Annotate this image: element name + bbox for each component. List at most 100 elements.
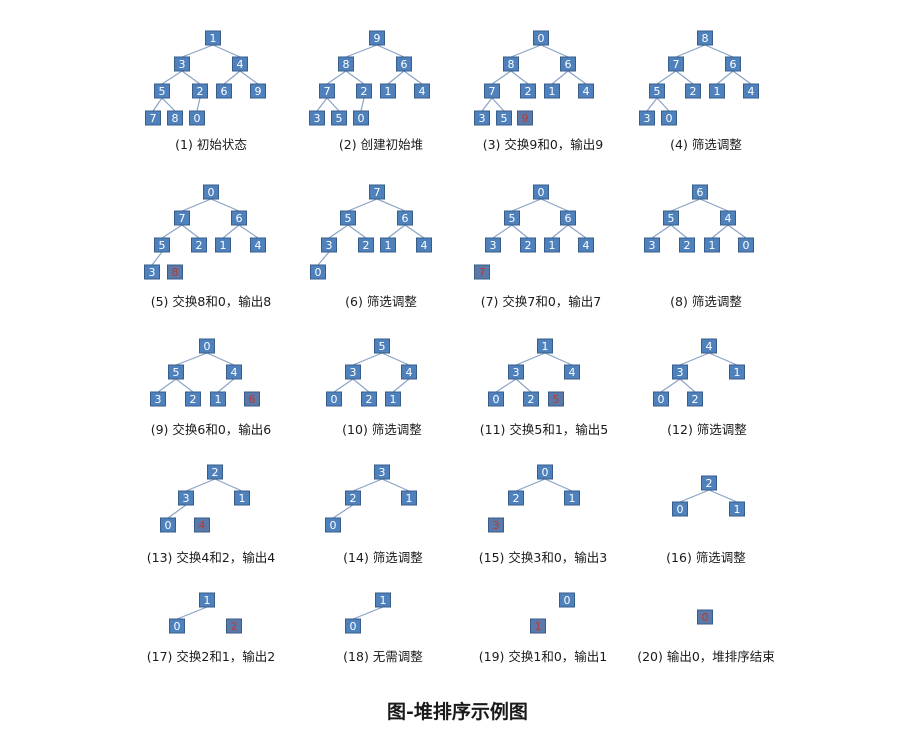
tree-edge bbox=[181, 44, 214, 58]
tree-edge bbox=[326, 70, 347, 85]
node-value: 0 bbox=[493, 393, 500, 406]
tree-edge bbox=[540, 198, 569, 212]
node-value: 0 bbox=[743, 239, 750, 252]
heap-node: 4 bbox=[232, 56, 248, 72]
node-value: 1 bbox=[385, 85, 392, 98]
heap-node: 2 bbox=[520, 237, 536, 253]
tree-edge bbox=[404, 224, 425, 239]
heap-node: 2 bbox=[345, 490, 361, 506]
heap-node: 7 bbox=[668, 56, 684, 72]
node-value: 7 bbox=[673, 58, 680, 71]
tree-edge bbox=[151, 251, 163, 266]
node-value: 1 bbox=[542, 340, 549, 353]
heap-node: 3 bbox=[150, 391, 166, 407]
heap-node: 2 bbox=[191, 237, 207, 253]
node-box bbox=[725, 56, 741, 72]
heap-node: 0 bbox=[653, 391, 669, 407]
heap-node: 6 bbox=[560, 210, 576, 226]
output-node: 6 bbox=[244, 391, 260, 407]
step-caption: (9) 交换6和0，输出6 bbox=[151, 422, 272, 437]
node-box bbox=[729, 501, 745, 517]
node-value: 4 bbox=[583, 239, 590, 252]
node-value: 7 bbox=[150, 112, 157, 125]
tree-edge bbox=[656, 97, 670, 112]
heap-node: 3 bbox=[309, 110, 325, 126]
node-value: 0 bbox=[358, 112, 365, 125]
node-box bbox=[338, 56, 354, 72]
node-value: 6 bbox=[402, 212, 409, 225]
heap-node: 0 bbox=[189, 110, 205, 126]
heap-node: 5 bbox=[331, 110, 347, 126]
node-value: 0 bbox=[315, 266, 322, 279]
heap-node: 2 bbox=[185, 391, 201, 407]
node-box bbox=[485, 237, 501, 253]
node-box bbox=[150, 391, 166, 407]
node-box bbox=[205, 30, 221, 46]
step-caption: (8) 筛选调整 bbox=[670, 294, 742, 309]
heap-node: 5 bbox=[649, 83, 665, 99]
heap-node: 3 bbox=[174, 56, 190, 72]
output-node: 3 bbox=[488, 517, 504, 533]
tree-edge bbox=[316, 97, 328, 112]
node-box bbox=[215, 237, 231, 253]
node-value: 0 bbox=[677, 503, 684, 516]
tree-edge bbox=[332, 504, 354, 519]
node-value: 8 bbox=[508, 58, 515, 71]
node-value: 2 bbox=[692, 393, 699, 406]
heap-node: 7 bbox=[484, 83, 500, 99]
node-box bbox=[210, 391, 226, 407]
heap-node: 0 bbox=[353, 110, 369, 126]
node-value: 1 bbox=[734, 503, 741, 516]
node-box bbox=[537, 338, 553, 354]
node-box bbox=[185, 391, 201, 407]
heap-node: 0 bbox=[326, 391, 342, 407]
heap-node: 3 bbox=[508, 364, 524, 380]
heap-node: 3 bbox=[485, 237, 501, 253]
tree-edge bbox=[376, 44, 405, 58]
heap-node: 1 bbox=[729, 364, 745, 380]
node-box bbox=[564, 490, 580, 506]
node-box bbox=[649, 83, 665, 99]
tree-edge bbox=[727, 224, 747, 239]
heap-node: 0 bbox=[533, 30, 549, 46]
heap-node: 6 bbox=[397, 210, 413, 226]
heap-node: 2 bbox=[207, 464, 223, 480]
node-box bbox=[639, 110, 655, 126]
node-value: 4 bbox=[748, 85, 755, 98]
step-caption: (3) 交换9和0，输出9 bbox=[483, 137, 604, 152]
node-box bbox=[474, 264, 490, 280]
node-value: 7 bbox=[489, 85, 496, 98]
node-value: 5 bbox=[509, 212, 516, 225]
node-value: 1 bbox=[239, 492, 246, 505]
heap-node: 4 bbox=[250, 237, 266, 253]
heap-node: 4 bbox=[564, 364, 580, 380]
node-value: 9 bbox=[255, 85, 262, 98]
output-node: 9 bbox=[517, 110, 533, 126]
heap-node: 6 bbox=[560, 56, 576, 72]
node-box bbox=[358, 237, 374, 253]
node-box bbox=[319, 83, 335, 99]
node-box bbox=[169, 618, 185, 634]
node-value: 1 bbox=[714, 85, 721, 98]
tree-edge bbox=[510, 70, 529, 85]
tree-edge bbox=[711, 224, 729, 239]
output-node: 0 bbox=[697, 609, 713, 625]
tree-edge bbox=[345, 44, 378, 58]
node-value: 5 bbox=[159, 85, 166, 98]
node-value: 1 bbox=[549, 85, 556, 98]
node-box bbox=[692, 184, 708, 200]
tree-edge bbox=[381, 352, 410, 366]
node-box bbox=[167, 110, 183, 126]
tree-edge bbox=[381, 478, 410, 492]
node-value: 3 bbox=[155, 393, 162, 406]
heap-node: 3 bbox=[639, 110, 655, 126]
node-box bbox=[144, 264, 160, 280]
node-value: 3 bbox=[179, 58, 186, 71]
heap-node: 0 bbox=[203, 184, 219, 200]
